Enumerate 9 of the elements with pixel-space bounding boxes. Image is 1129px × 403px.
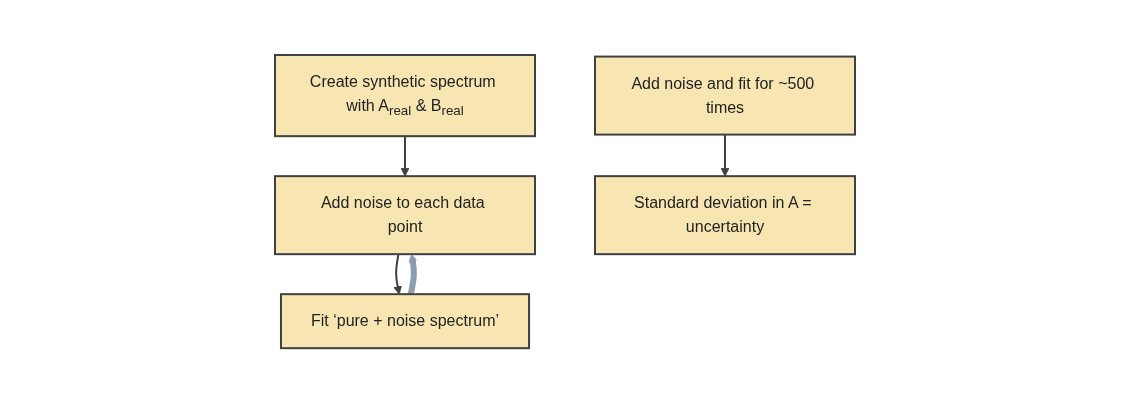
node-box: Add noise and fit for ~500 times [593,55,856,136]
arrow [407,253,417,295]
node-box: Fit ‘pure + noise spectrum’ [279,293,530,350]
arrow [720,133,729,177]
node-box: Standard deviation in A = uncertainty [593,175,856,256]
arrow [400,135,409,177]
node-box: Create synthetic spectrum with A$_{real}$ & B$_{real}$ [273,53,536,138]
node-box: Add noise to each data point [273,175,536,256]
arrow [392,253,402,295]
